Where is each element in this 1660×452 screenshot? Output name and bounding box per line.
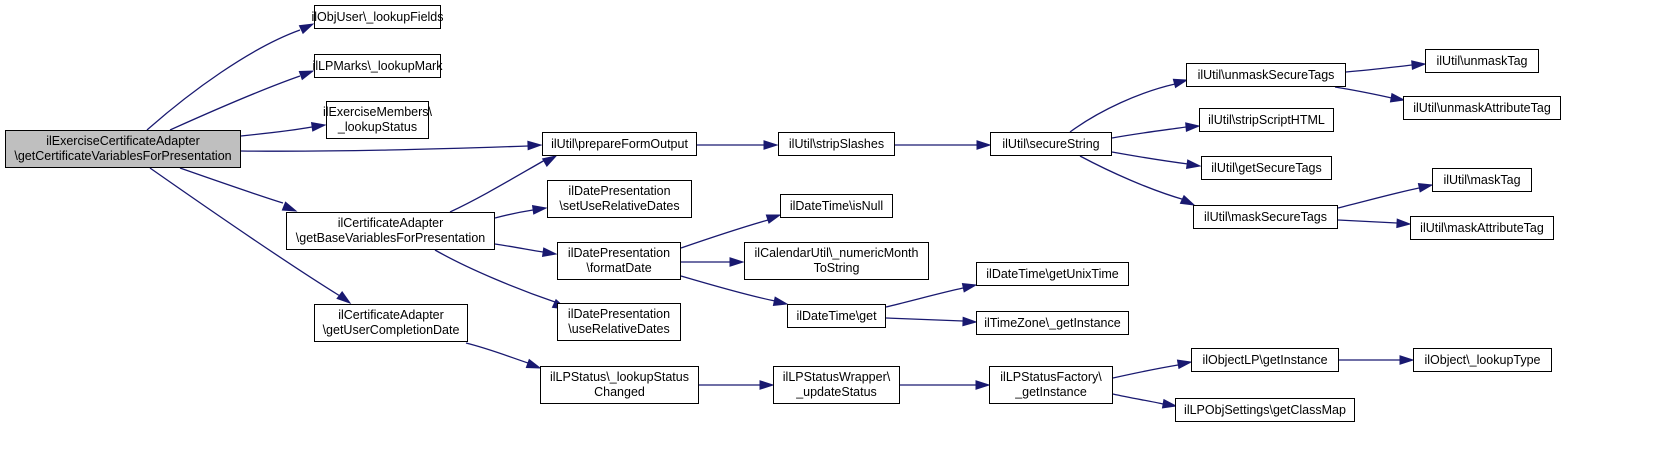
node-util-unmaskattributetag[interactable]: ilUtil\unmaskAttributeTag [1403, 96, 1561, 120]
arrowhead-prepare-to-stripslashes [763, 140, 779, 150]
node-datepresentation-formatdate[interactable]: ilDatePresentation\formatDate [557, 242, 681, 280]
arrowhead-masksecuretags-to-maskattributetag [1396, 218, 1412, 229]
arrowhead-lpstatusfactory-to-objectlp [1176, 359, 1193, 370]
node-objectlp-getinstance[interactable]: ilObjectLP\getInstance [1191, 348, 1339, 372]
edge-securestring-to-getsecuretags [1111, 151, 1189, 165]
node-util-masksecuretags[interactable]: ilUtil\maskSecureTags [1193, 205, 1338, 229]
arrowhead-unmasksecuretags-to-unmasktag [1411, 60, 1427, 71]
node-util-unmasksecuretags[interactable]: ilUtil\unmaskSecureTags [1186, 63, 1346, 87]
node-object-lookuptype[interactable]: ilObject\_lookupType [1413, 348, 1552, 372]
edge-securestring-to-unmasksecuretags [1069, 83, 1176, 133]
edge-lpstatusfactory-to-lpobjsettings [1112, 393, 1164, 405]
arrowhead-securestring-to-getsecuretags [1185, 159, 1202, 169]
node-datetime-getunixtime[interactable]: ilDateTime\getUnixTime [976, 262, 1129, 286]
edge-unmasksecuretags-to-unmaskattributetag [1334, 86, 1393, 99]
edge-securestring-to-masksecuretags [1079, 155, 1186, 201]
node-objuser-lookupfields[interactable]: ilObjUser\_lookupFields [312, 5, 444, 29]
arrowhead-root-to-lpmarks [298, 70, 315, 81]
arrowhead-securestring-to-unmasksecuretags [1172, 78, 1189, 89]
edge-base-to-prepareformoutput [449, 159, 546, 213]
arrowhead-base-to-prepareformoutput [541, 155, 558, 167]
node-util-securestring[interactable]: ilUtil\secureString [990, 132, 1112, 156]
arrowhead-securestring-to-masksecuretags [1179, 194, 1196, 206]
node-util-stripslashes[interactable]: ilUtil\stripSlashes [778, 132, 895, 156]
node-util-unmasktag[interactable]: ilUtil\unmaskTag [1425, 49, 1539, 73]
arrowhead-formatdate-to-isnull [765, 214, 782, 224]
edge-unmasksecuretags-to-unmasktag [1345, 64, 1413, 73]
arrowhead-base-to-setuserelative [531, 205, 548, 215]
arrowhead-root-to-prepareformoutput [527, 140, 543, 151]
node-datepresentation-setuserelativedates[interactable]: ilDatePresentation\setUseRelativeDates [547, 180, 692, 218]
node-util-maskattributetag[interactable]: ilUtil\maskAttributeTag [1410, 216, 1554, 240]
edge-masksecuretags-to-maskattributetag [1337, 219, 1398, 224]
arrowhead-lpstatusfactory-to-lpobjsettings [1161, 398, 1178, 409]
arrowhead-root-to-exmembers [310, 122, 327, 132]
node-util-prepareformoutput[interactable]: ilUtil\prepareFormOutput [542, 132, 697, 156]
edge-lpstatusfactory-to-objectlp [1112, 364, 1179, 379]
edge-root-to-certadapter-base [179, 167, 284, 204]
arrowhead-base-to-formatdate [541, 247, 558, 257]
arrowhead-root-to-certadapter-completion [336, 290, 352, 304]
node-datetime-get[interactable]: ilDateTime\get [787, 304, 886, 328]
node-certificateadapter-getbasevariables[interactable]: ilCertificateAdapter\getBaseVariablesFor… [286, 212, 495, 250]
arrowhead-unmasksecuretags-to-unmaskattributetag [1389, 92, 1406, 103]
edge-base-to-formatdate [494, 243, 544, 253]
edge-base-to-setuserelative [494, 209, 534, 219]
edge-root-to-prepareformoutput [240, 145, 529, 152]
arrowhead-objectlp-to-lookuptype [1399, 355, 1415, 365]
node-lpstatuswrapper-updatestatus[interactable]: ilLPStatusWrapper\_updateStatus [773, 366, 900, 404]
arrowhead-formatdate-to-datetime-get [772, 296, 789, 306]
edge-formatdate-to-datetime-get [680, 275, 776, 302]
arrowhead-masksecuretags-to-masktag [1417, 183, 1434, 193]
arrowhead-lpstatus-to-wrapper [759, 380, 775, 390]
arrowhead-root-to-certadapter-base [281, 201, 298, 212]
edge-root-to-lpmarks [169, 75, 301, 131]
node-util-stripscripthtml[interactable]: ilUtil\stripScriptHTML [1199, 108, 1334, 132]
node-lpstatusfactory-getinstance[interactable]: ilLPStatusFactory\_getInstance [989, 366, 1113, 404]
edge-datetime-get-to-getunixtime [885, 287, 964, 308]
edge-completion-to-lpstatus [465, 342, 529, 364]
edge-masksecuretags-to-masktag [1337, 187, 1420, 209]
arrowhead-stripslashes-to-securestring [976, 140, 992, 150]
node-util-masktag[interactable]: ilUtil\maskTag [1432, 168, 1532, 192]
arrowhead-datetime-get-to-timezone [962, 316, 978, 327]
arrowhead-wrapper-to-lpstatusfactory [975, 380, 991, 390]
node-lpmarks-lookupmark[interactable]: ilLPMarks\_lookupMark [313, 54, 442, 78]
edge-root-to-certadapter-completion [149, 167, 341, 297]
edge-base-to-userelative [434, 249, 556, 303]
edge-root-to-exmembers [240, 126, 313, 137]
node-datepresentation-userelativedates[interactable]: ilDatePresentation\useRelativeDates [557, 303, 681, 341]
node-timezone-getinstance[interactable]: ilTimeZone\_getInstance [976, 311, 1129, 335]
arrowhead-securestring-to-stripscripthtml [1185, 122, 1201, 133]
node-exercisemembers-lookupstatus[interactable]: ilExerciseMembers\_lookupStatus [323, 101, 432, 139]
arrowhead-completion-to-lpstatus [525, 358, 542, 369]
node-certificateadapter-getusercompletiondate[interactable]: ilCertificateAdapter\getUserCompletionDa… [314, 304, 468, 342]
node-exercise-certificate-adapter: ilExerciseCertificateAdapter\getCertific… [5, 130, 241, 168]
edge-formatdate-to-isnull [680, 219, 769, 249]
edge-datetime-get-to-timezone [885, 317, 964, 322]
edge-root-to-objuser [146, 29, 301, 131]
arrowhead-root-to-objuser [298, 23, 315, 35]
arrowhead-datetime-get-to-getunixtime [961, 283, 978, 293]
node-util-getsecuretags[interactable]: ilUtil\getSecureTags [1201, 156, 1332, 180]
arrowhead-formatdate-to-numericmonth [729, 257, 745, 267]
edge-securestring-to-stripscripthtml [1111, 126, 1187, 139]
node-lpobjsettings-getclassmap[interactable]: ilLPObjSettings\getClassMap [1175, 398, 1355, 422]
node-datetime-isnull[interactable]: ilDateTime\isNull [780, 194, 893, 218]
